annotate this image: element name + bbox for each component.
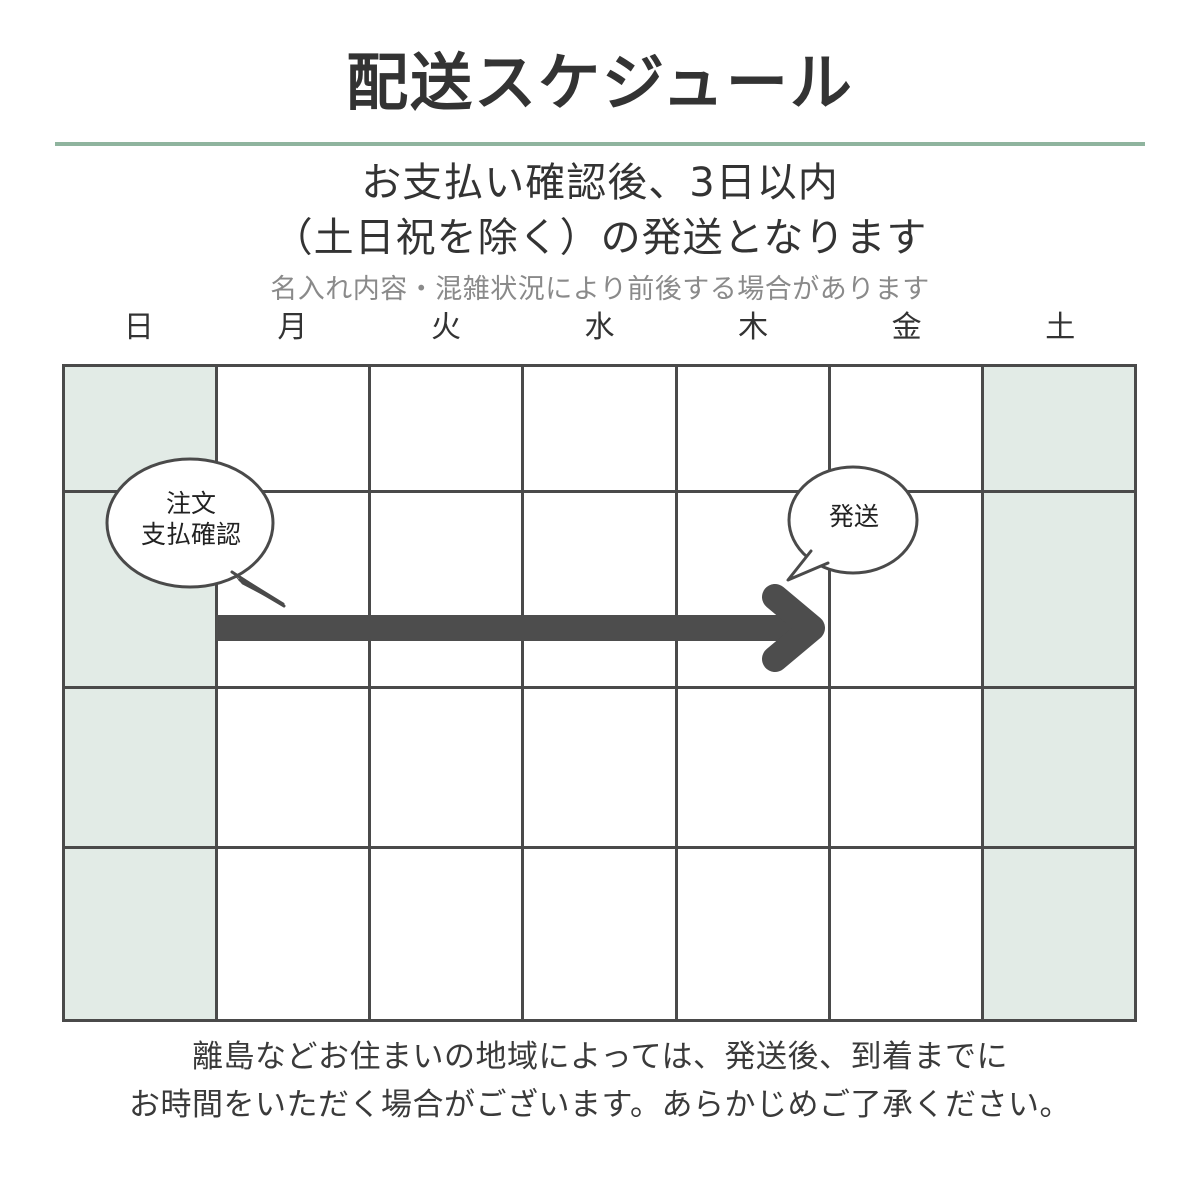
weekday-header-wednesday: 水	[584, 310, 615, 345]
calendar-cell-monday	[218, 689, 372, 846]
footer-note-line-2: お時間をいただく場合がございます。あらかじめご了承ください。	[129, 1087, 1071, 1123]
calendar-cell-wednesday	[524, 689, 678, 846]
weekday-header-row: 日 月 火 水 木 金 土	[62, 308, 1137, 348]
calendar-cell-tuesday	[371, 689, 525, 846]
lead-text-line-1: お支払い確認後、3日以内	[361, 160, 839, 206]
calendar-cell-thursday	[677, 849, 831, 1019]
shipping-bubble-label: 発送	[790, 502, 918, 533]
order-bubble-line-2: 支払確認	[140, 519, 241, 549]
weekday-header-sunday: 日	[123, 310, 154, 345]
calendar-cell-wednesday	[524, 493, 678, 686]
calendar-cell-thursday	[677, 689, 831, 846]
weekday-header-monday: 月	[277, 310, 308, 345]
calendar-cell-sunday	[65, 689, 219, 846]
calendar-cell-tuesday	[371, 493, 525, 686]
calendar-cell-friday	[830, 849, 984, 1019]
shipping-bubble-line-1: 発送	[828, 502, 879, 531]
calendar-cell-saturday	[983, 367, 1134, 490]
calendar-cell-friday	[830, 689, 984, 846]
lead-note-text: 名入れ内容・混雑状況により前後する場合があります	[270, 274, 930, 305]
weekday-header-friday: 金	[891, 310, 922, 345]
calendar-cell-saturday	[983, 493, 1134, 686]
footer-note-line-1: 離島などお住まいの地域によっては、発送後、到着までに	[192, 1039, 1008, 1075]
calendar-row	[65, 689, 1134, 849]
calendar-cell-tuesday	[371, 849, 525, 1019]
calendar-cell-monday	[218, 849, 372, 1019]
calendar-cell-sunday	[65, 849, 219, 1019]
order-bubble-line-1: 注文	[165, 489, 216, 518]
lead-text-line-2: （土日祝を除く）の発送となります	[272, 215, 928, 261]
calendar-cell-saturday	[983, 689, 1134, 846]
weekday-header-thursday: 木	[738, 310, 769, 345]
title-divider-rule	[55, 142, 1145, 146]
calendar-cell-wednesday	[524, 849, 678, 1019]
weekday-header-saturday: 土	[1045, 310, 1076, 345]
calendar-cell-saturday	[983, 849, 1134, 1019]
weekday-header-tuesday: 火	[430, 310, 461, 345]
order-bubble-label: 注文 支払確認	[107, 489, 275, 550]
calendar-row	[65, 849, 1134, 1019]
page-title: 配送スケジュール	[346, 46, 854, 119]
calendar-cell-tuesday	[371, 367, 525, 490]
calendar-cell-wednesday	[524, 367, 678, 490]
